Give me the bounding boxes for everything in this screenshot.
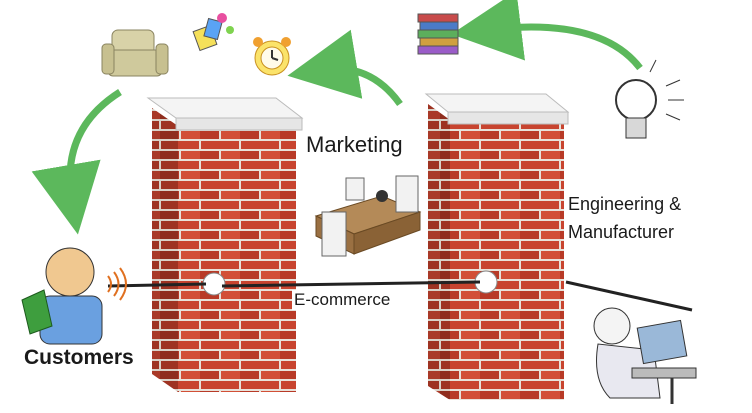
arrow-couch-to-customer [31,89,122,235]
candy-toy-icon [192,13,234,52]
connector-ecommerce [221,280,481,288]
left-brick-wall [146,97,304,392]
connector-engineer-to-wall [565,280,693,312]
engineering-manufacturer-label: Engineering & Manufacturer [568,190,681,246]
armchair-icon [101,29,169,77]
ecommerce-label: E-commerce [292,290,393,310]
office-desk-icon [314,175,422,257]
alarm-clock-icon [253,37,291,76]
arrow-marketing-to-clock [287,29,403,107]
right-brick-wall [424,93,570,400]
arrow-bulb-to-books [451,0,643,71]
customer-phone-icon [21,247,127,345]
stacked-books-icon [417,13,459,55]
lightbulb-icon [615,59,684,139]
engineering-label-line1: Engineering & [568,194,682,214]
customers-label: Customers [24,346,134,369]
connector-customer-to-wall [107,282,207,288]
engineering-label-line2: Manufacturer [568,222,675,242]
engineer-computer-icon [593,307,697,404]
marketing-label: Marketing [306,132,403,157]
